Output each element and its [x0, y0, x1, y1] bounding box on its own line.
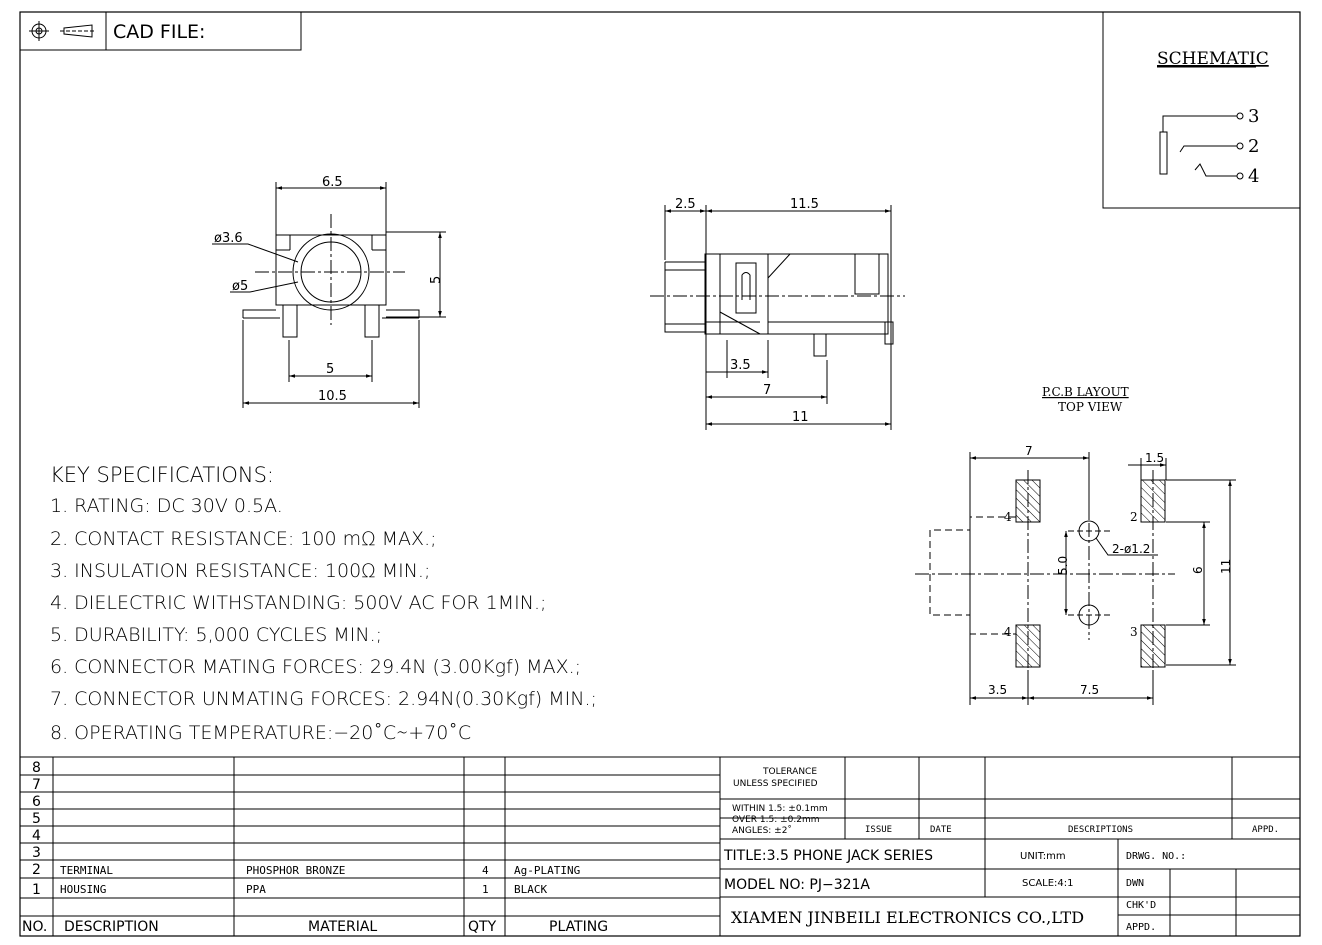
descriptions-header: DESCRIPTIONS [1068, 825, 1133, 835]
bom-row-number: 3 [32, 845, 41, 861]
pcb-dim-3-5: 3.5 [988, 683, 1007, 697]
dim-front-top: 6.5 [322, 175, 343, 190]
bom-cell: TERMINAL [60, 864, 113, 877]
pcb-hole-label: 2-ø1.2 [1112, 542, 1150, 556]
spec-item: 8. OPERATING TEMPERATURE:−20˚C∼+70˚C [50, 722, 471, 744]
dim-front-outer-dia: ø5 [232, 279, 248, 294]
pcb-layout-title: P.C.B LAYOUT TOP VIEW [1042, 385, 1129, 414]
projection-symbol-icon [29, 21, 96, 41]
schematic-pin-4: 4 [1248, 166, 1259, 187]
cad-file-label: CAD FILE: [113, 21, 205, 43]
front-view-labels: 6.5 5 ø3.6 ø5 5 10.5 [214, 175, 444, 404]
bom-header-no: NO. [22, 919, 47, 935]
front-view [212, 182, 446, 408]
bom-row-number: 7 [32, 777, 41, 793]
drwg-no-label: DRWG. NO.: [1126, 851, 1186, 862]
bom-cell: HOUSING [60, 883, 106, 896]
spec-item: 6. CONNECTOR MATING FORCES: 29.4N (3.00K… [50, 656, 581, 678]
schematic-pin-3: 3 [1248, 106, 1259, 127]
scale-label: SCALE:4:1 [1022, 878, 1074, 889]
tolerance-over: OVER 1.5: ±0.2mm [732, 815, 819, 825]
spec-item: 2. CONTACT RESISTANCE: 100 mΩ MAX.; [50, 528, 437, 550]
model-number: MODEL NO: PJ−321A [724, 877, 870, 893]
spec-item: 3. INSULATION RESISTANCE: 100Ω MIN.; [50, 560, 430, 582]
dim-side-pin2: 7 [763, 383, 771, 398]
spec-item: 7. CONNECTOR UNMATING FORCES: 2.94N(0.30… [50, 688, 597, 710]
spec-item: 4. DIELECTRIC WITHSTANDING: 500V AC FOR … [50, 592, 546, 614]
side-view [650, 205, 905, 430]
tolerance-line1: TOLERANCE [762, 767, 817, 777]
issue-header: ISSUE [865, 825, 892, 835]
unit-label: UNIT:mm [1020, 851, 1066, 862]
bom-cell: 1 [482, 883, 489, 896]
bom-header-qty: QTY [468, 919, 497, 935]
pcb-dim-6: 6 [1191, 566, 1205, 574]
revision-table [720, 757, 1300, 936]
date-header: DATE [930, 825, 952, 835]
schematic-block: SCHEMATIC 3 2 4 [1102, 12, 1300, 209]
bom-cell: PPA [246, 883, 266, 896]
bom-header-description: DESCRIPTION [64, 919, 159, 935]
revision-labels: TOLERANCE UNLESS SPECIFIED WITHIN 1.5: ±… [732, 767, 1279, 836]
spec-item: 5. DURABILITY: 5,000 CYCLES MIN.; [50, 624, 382, 646]
side-view-labels: 2.5 11.5 3.5 7 11 [675, 197, 819, 425]
bom-row-number: 8 [32, 760, 41, 776]
specs-heading: KEY SPECIFICATIONS: [50, 463, 274, 487]
tolerance-line2: UNLESS SPECIFIED [733, 779, 818, 789]
pcb-layout-labels: 7 1.5 2-ø1.2 5.0 6 11 3.5 7.5 4 2 4 3 [988, 444, 1233, 697]
pcb-dim-1-5: 1.5 [1145, 451, 1164, 465]
bom-header-material: MATERIAL [308, 919, 377, 935]
pcb-layout-subtitle: TOP VIEW [1058, 400, 1123, 414]
dim-side-body: 11.5 [790, 197, 819, 212]
bom-rows: TERMINAL PHOSPHOR BRONZE 4 Ag-PLATING HO… [60, 864, 580, 896]
sheet-border [19, 11, 1301, 937]
bom-row-number: 6 [32, 794, 41, 810]
bom-headers: NO. DESCRIPTION MATERIAL QTY PLATING [22, 919, 608, 935]
dim-front-width: 10.5 [318, 389, 347, 404]
cad-file-block: CAD FILE: [19, 11, 302, 51]
tolerance-angles: ANGLES: ±2˚ [732, 825, 792, 836]
dim-front-pin-spacing: 5 [326, 362, 334, 377]
dim-side-front: 2.5 [675, 197, 696, 212]
pcb-pad-label: 3 [1130, 625, 1138, 639]
tolerance-within: WITHIN 1.5: ±0.1mm [732, 804, 828, 814]
bom-cell: Ag-PLATING [514, 864, 580, 877]
company-name: XIAMEN JINBEILI ELECTRONICS CO.,LTD [731, 908, 1084, 927]
appd-label: APPD. [1126, 922, 1156, 933]
dim-side-pin1: 3.5 [730, 358, 751, 373]
drawing-title: TITLE:3.5 PHONE JACK SERIES [723, 848, 933, 864]
bom-row-number: 5 [32, 811, 41, 827]
dwn-label: DWN [1126, 878, 1144, 889]
dim-front-height: 5 [429, 276, 444, 284]
bom-row-numbers: 8 7 6 5 4 3 2 1 [32, 760, 41, 898]
bom-table [20, 756, 1300, 936]
key-specifications: KEY SPECIFICATIONS: 1. RATING: DC 30V 0.… [50, 463, 597, 744]
bom-cell: PHOSPHOR BRONZE [246, 864, 345, 877]
schematic-pin-2: 2 [1248, 136, 1259, 157]
bom-cell: 4 [482, 864, 489, 877]
pcb-dim-5-0: 5.0 [1056, 556, 1070, 575]
bom-header-plating: PLATING [549, 919, 608, 935]
pcb-pad-label: 4 [1004, 510, 1012, 524]
schematic-title: SCHEMATIC [1157, 49, 1269, 69]
pcb-layout-title-text: P.C.B LAYOUT [1042, 385, 1129, 399]
pcb-dim-7-5: 7.5 [1080, 683, 1099, 697]
bom-row-number: 4 [32, 828, 41, 844]
appd-header: APPD. [1252, 825, 1279, 835]
pcb-pad-label: 4 [1004, 625, 1012, 639]
dim-front-inner-dia: ø3.6 [214, 231, 243, 246]
pcb-layout [915, 452, 1236, 705]
spec-item: 1. RATING: DC 30V 0.5A. [50, 495, 283, 517]
pcb-pad-label: 2 [1130, 510, 1138, 524]
dim-side-total: 11 [792, 410, 809, 425]
pcb-dim-7: 7 [1025, 444, 1033, 458]
title-info: TITLE:3.5 PHONE JACK SERIES UNIT:mm DRWG… [723, 848, 1186, 933]
pcb-dim-11: 11 [1219, 559, 1233, 574]
bom-row-number: 1 [32, 882, 41, 898]
bom-row-number: 2 [32, 862, 41, 878]
bom-cell: BLACK [514, 883, 547, 896]
chkd-label: CHK'D [1126, 900, 1156, 911]
